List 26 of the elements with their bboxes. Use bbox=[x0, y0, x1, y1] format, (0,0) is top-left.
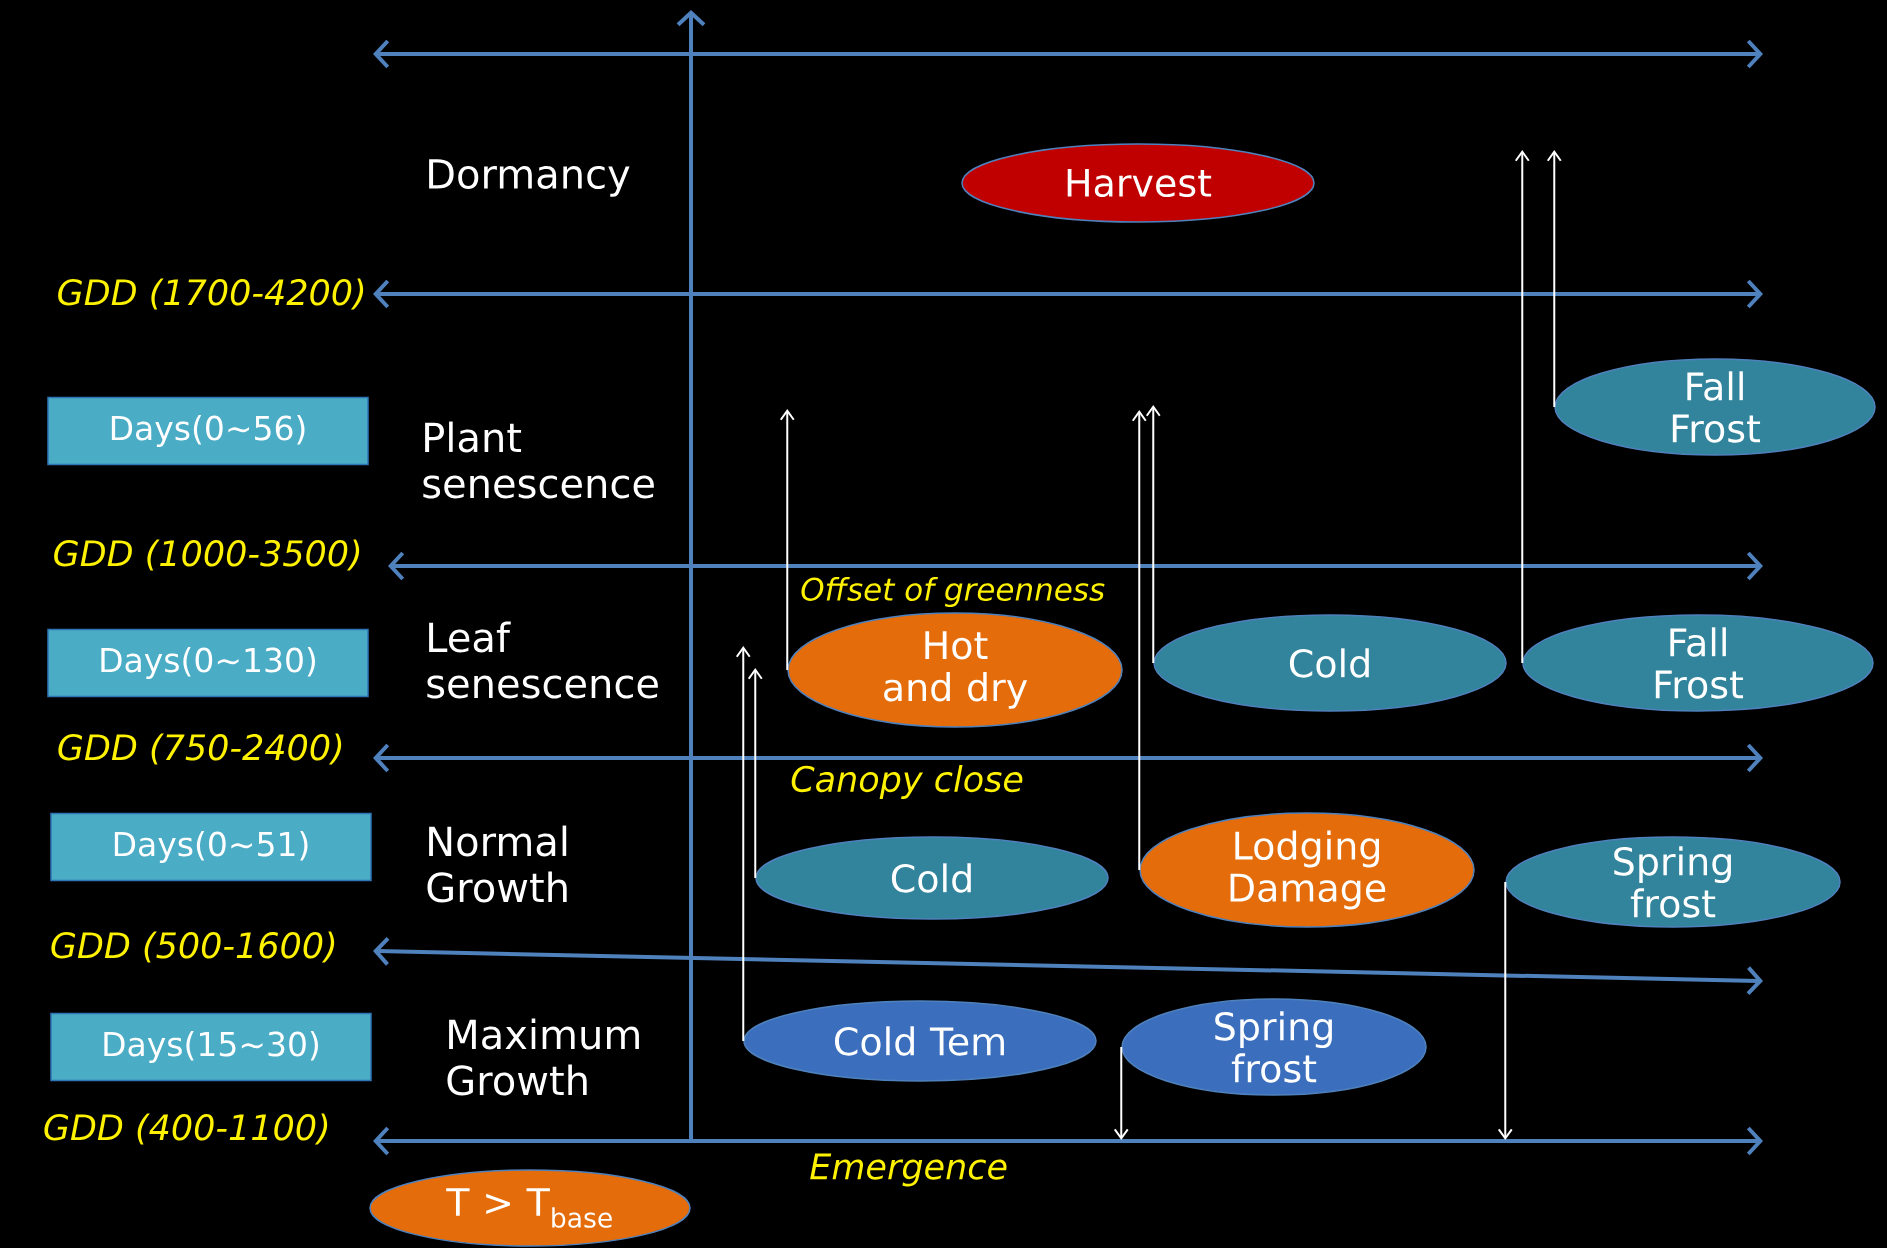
gdd-label: GDD (1700-4200) bbox=[58, 278, 364, 310]
stage-label: Plant senescence bbox=[423, 421, 654, 499]
arrow bbox=[1497, 881, 1513, 1140]
days-box: Days(0~56) bbox=[47, 396, 369, 466]
arrow bbox=[1514, 150, 1530, 664]
days-box: Days(0~51) bbox=[50, 812, 372, 882]
event-label: Offset of greenness bbox=[801, 577, 1105, 607]
arrow bbox=[1113, 1046, 1129, 1140]
stage-label: Maximum Growth bbox=[447, 1018, 639, 1096]
arrow bbox=[1546, 150, 1562, 408]
days-box: Days(15~30) bbox=[50, 1012, 372, 1082]
stage-label: Dormancy bbox=[429, 159, 630, 197]
days-box: Days(0~130) bbox=[47, 628, 369, 698]
arrow bbox=[1145, 405, 1161, 664]
event-label: Canopy close bbox=[791, 765, 1023, 799]
arrow bbox=[735, 646, 751, 1042]
gdd-label: GDD (500-1600) bbox=[51, 931, 335, 963]
gdd-label: GDD (750-2400) bbox=[58, 733, 342, 765]
gdd-label: GDD (1000-3500) bbox=[54, 539, 360, 571]
gdd-label: GDD (400-1100) bbox=[44, 1113, 328, 1145]
arrow bbox=[747, 668, 763, 879]
arrow bbox=[779, 409, 795, 671]
event-label: Emergence bbox=[810, 1153, 1007, 1187]
stage-label: Leaf senescence bbox=[427, 621, 658, 699]
stage-label: Normal Growth bbox=[427, 825, 567, 903]
arrow bbox=[1131, 410, 1147, 871]
